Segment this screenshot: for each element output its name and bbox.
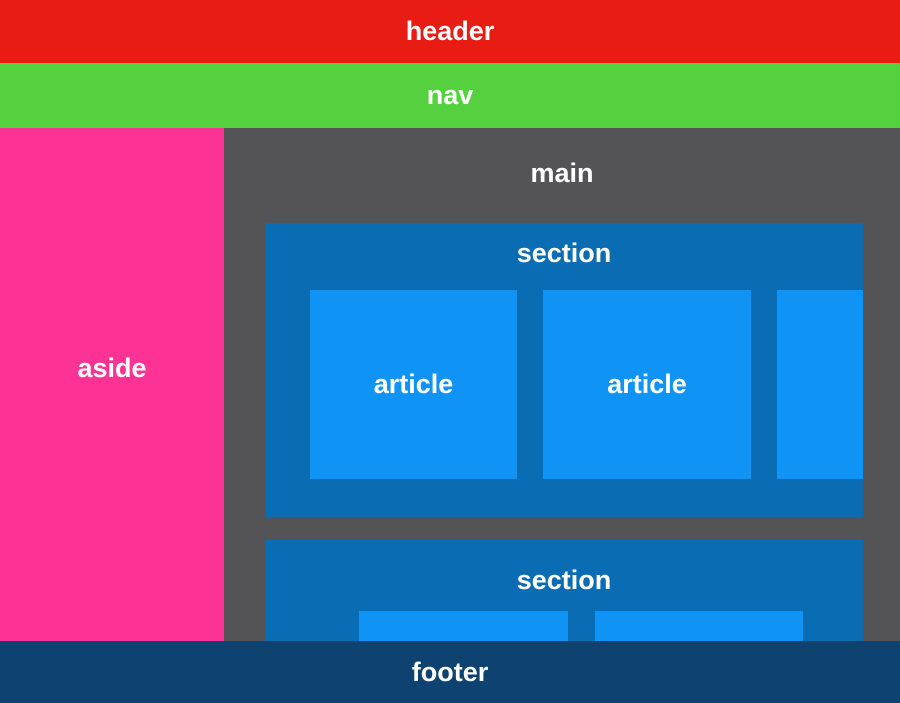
section-label: section <box>516 565 612 595</box>
section-box: section <box>265 540 863 641</box>
aside-label: aside <box>77 353 147 383</box>
article-box-clipped <box>595 611 803 641</box>
article-box: article <box>310 290 517 479</box>
article-box-clipped <box>359 611 568 641</box>
main-region: main section article article section <box>224 128 900 641</box>
nav-label: nav <box>426 80 474 110</box>
footer-region: footer <box>0 641 900 703</box>
nav-region: nav <box>0 63 900 128</box>
section-label: section <box>516 238 612 268</box>
footer-label: footer <box>411 656 489 687</box>
header-region: header <box>0 0 900 63</box>
article-label: article <box>373 369 454 399</box>
article-label: article <box>607 369 687 399</box>
main-label: main <box>530 158 594 188</box>
aside-region: aside <box>0 128 224 641</box>
article-box: article <box>543 290 751 479</box>
header-label: header <box>405 16 495 46</box>
section-box: section article article <box>265 223 863 517</box>
article-box-clipped <box>777 290 863 479</box>
